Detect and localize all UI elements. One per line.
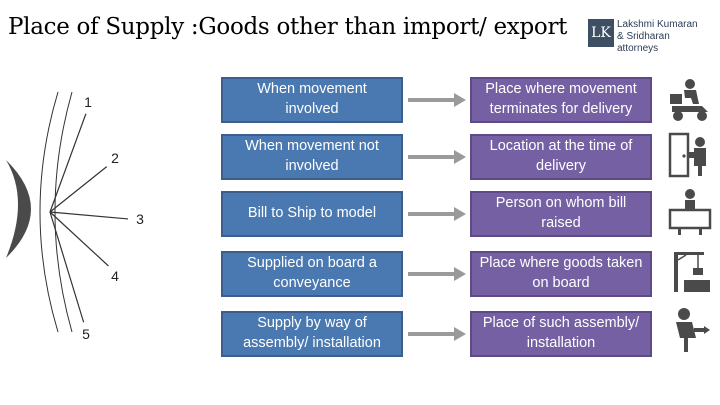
item-number-5: 5 — [74, 322, 98, 346]
arrow-right-icon — [408, 93, 466, 107]
fan-diagram — [6, 91, 141, 333]
item-number-2: 2 — [103, 146, 127, 170]
situation-box-1: When movement involved — [221, 77, 403, 123]
fan-lines — [49, 107, 141, 331]
place-box-4: Place where goods taken on board — [470, 251, 652, 297]
situation-box-2: When movement not involved — [221, 134, 403, 180]
technician-installation-icon — [676, 308, 710, 352]
item-number-1: 1 — [76, 90, 100, 114]
logo-name-line2: & Sridharan — [617, 31, 670, 42]
door-handover-icon — [668, 132, 706, 178]
arrow-right-icon — [408, 327, 466, 341]
logo-name-line1: Lakshmi Kumaran — [617, 19, 698, 30]
crane-loading-icon — [674, 252, 710, 292]
arrow-right-icon — [408, 267, 466, 281]
firm-logo: LK Lakshmi Kumaran & Sridharan attorneys — [588, 15, 714, 57]
place-box-5: Place of such assembly/ installation — [470, 311, 652, 357]
situation-box-4: Supplied on board a conveyance — [221, 251, 403, 297]
bracket-shape — [6, 160, 31, 258]
arrow-right-icon — [408, 150, 466, 164]
arrow-right-icon — [408, 207, 466, 221]
fan-arcs — [39, 91, 73, 333]
place-box-3: Person on whom bill raised — [470, 191, 652, 237]
slide-title: Place of Supply :Goods other than import… — [8, 14, 568, 40]
place-box-1: Place where movement terminates for deli… — [470, 77, 652, 123]
situation-box-3: Bill to Ship to model — [221, 191, 403, 237]
logo-name-line3: attorneys — [617, 43, 659, 54]
item-number-3: 3 — [128, 207, 152, 231]
item-number-4: 4 — [103, 264, 127, 288]
situation-box-5: Supply by way of assembly/ installation — [221, 311, 403, 357]
logo-mark: LK — [588, 19, 614, 47]
person-with-board-icon — [668, 189, 712, 235]
delivery-scooter-icon — [670, 79, 708, 121]
place-box-2: Location at the time of delivery — [470, 134, 652, 180]
